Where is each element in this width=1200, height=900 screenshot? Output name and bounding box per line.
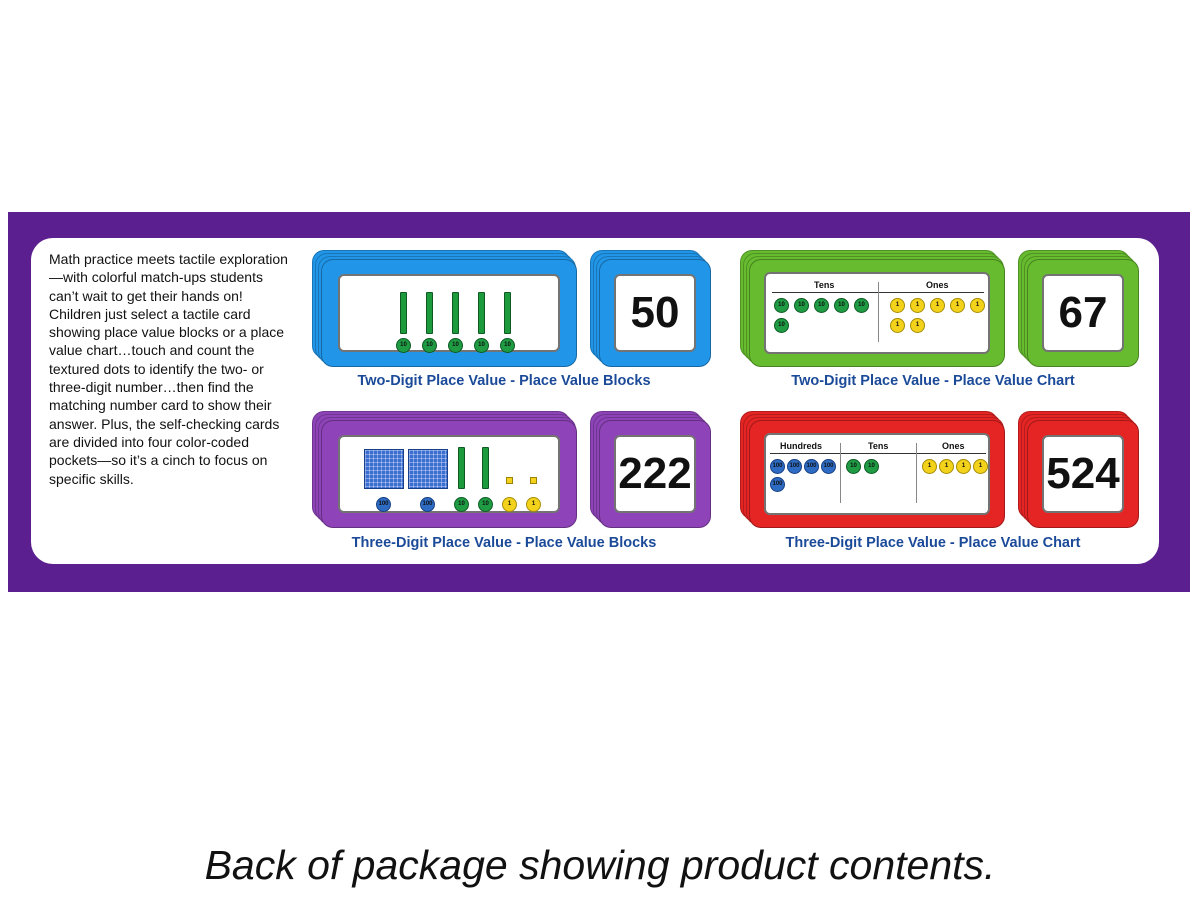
- one-coin: 1: [950, 298, 965, 313]
- chart-header-tens: Tens: [814, 280, 835, 290]
- chart-header-ones: Ones: [926, 280, 949, 290]
- ten-coin: 10: [448, 338, 463, 353]
- number-card-value: 222: [614, 435, 696, 513]
- chart-header-hundreds: Hundreds: [780, 441, 823, 451]
- place-value-chart-card: Hundreds Tens Ones 100 100 100 100 100 1…: [749, 420, 1005, 528]
- card-set-three-digit-chart: Hundreds Tens Ones 100 100 100 100 100 1…: [740, 411, 1140, 531]
- place-value-blocks-card: 10 10 10 10 10: [321, 259, 577, 367]
- ten-coin: 10: [500, 338, 515, 353]
- ten-coin: 10: [454, 497, 469, 512]
- one-coin: 1: [973, 459, 988, 474]
- number-card: 67: [1027, 259, 1139, 367]
- ten-rod: [452, 292, 459, 334]
- hundred-coin: 100: [804, 459, 819, 474]
- blocks-card-face: 100 100 10 10 1 1: [338, 435, 560, 513]
- hundred-coin: 100: [376, 497, 391, 512]
- ten-coin: 10: [422, 338, 437, 353]
- one-coin: 1: [922, 459, 937, 474]
- ten-rod: [400, 292, 407, 334]
- chart-header-tens: Tens: [868, 441, 889, 451]
- ten-coin: 10: [834, 298, 849, 313]
- chart-card-face: Hundreds Tens Ones 100 100 100 100 100 1…: [764, 433, 990, 515]
- ten-rod: [426, 292, 433, 334]
- place-value-blocks-card: 100 100 10 10 1 1: [321, 420, 577, 528]
- set-caption: Three-Digit Place Value - Place Value Bl…: [351, 535, 657, 551]
- chart-header-ones: Ones: [942, 441, 965, 451]
- one-coin: 1: [910, 318, 925, 333]
- one-coin: 1: [939, 459, 954, 474]
- card-set-two-digit-blocks: 10 10 10 10 10 50: [312, 250, 711, 370]
- card-set-three-digit-blocks: 100 100 10 10 1 1 222: [312, 411, 711, 531]
- one-coin: 1: [930, 298, 945, 313]
- number-card: 222: [599, 420, 711, 528]
- ten-coin: 10: [478, 497, 493, 512]
- one-coin: 1: [890, 298, 905, 313]
- one-unit: [530, 477, 537, 484]
- ten-coin: 10: [396, 338, 411, 353]
- set-caption: Two-Digit Place Value - Place Value Bloc…: [357, 373, 651, 389]
- ten-coin: 10: [854, 298, 869, 313]
- hundred-coin: 100: [787, 459, 802, 474]
- one-coin: 1: [956, 459, 971, 474]
- one-coin: 1: [890, 318, 905, 333]
- number-card-value: 524: [1042, 435, 1124, 513]
- ten-rod: [482, 447, 489, 489]
- one-coin: 1: [910, 298, 925, 313]
- product-description: Math practice meets tactile exploration—…: [49, 251, 288, 487]
- set-caption: Three-Digit Place Value - Place Value Ch…: [785, 535, 1081, 551]
- ten-coin: 10: [814, 298, 829, 313]
- ten-rod: [458, 447, 465, 489]
- ten-coin: 10: [794, 298, 809, 313]
- chart-card-face: Tens Ones 10 10 10 10 10 10 1 1 1 1 1 1 …: [764, 272, 990, 354]
- one-coin: 1: [502, 497, 517, 512]
- ten-coin: 10: [774, 318, 789, 333]
- number-card: 50: [599, 259, 711, 367]
- number-card-value: 67: [1042, 274, 1124, 352]
- hundred-coin: 100: [770, 477, 785, 492]
- number-card: 524: [1027, 420, 1139, 528]
- number-card-value: 50: [614, 274, 696, 352]
- one-unit: [506, 477, 513, 484]
- hundred-coin: 100: [770, 459, 785, 474]
- blocks-card-face: 10 10 10 10 10: [338, 274, 560, 353]
- ten-coin: 10: [774, 298, 789, 313]
- card-set-two-digit-chart: Tens Ones 10 10 10 10 10 10 1 1 1 1 1 1 …: [740, 250, 1140, 370]
- ten-coin: 10: [846, 459, 861, 474]
- ten-coin: 10: [864, 459, 879, 474]
- ten-rod: [504, 292, 511, 334]
- ten-coin: 10: [474, 338, 489, 353]
- ten-rod: [478, 292, 485, 334]
- one-coin: 1: [526, 497, 541, 512]
- hundred-flat: [408, 449, 448, 489]
- one-coin: 1: [970, 298, 985, 313]
- hundred-coin: 100: [821, 459, 836, 474]
- hundred-flat: [364, 449, 404, 489]
- place-value-chart-card: Tens Ones 10 10 10 10 10 10 1 1 1 1 1 1 …: [749, 259, 1005, 367]
- set-caption: Two-Digit Place Value - Place Value Char…: [791, 373, 1075, 389]
- hundred-coin: 100: [420, 497, 435, 512]
- image-caption: Back of package showing product contents…: [204, 842, 996, 888]
